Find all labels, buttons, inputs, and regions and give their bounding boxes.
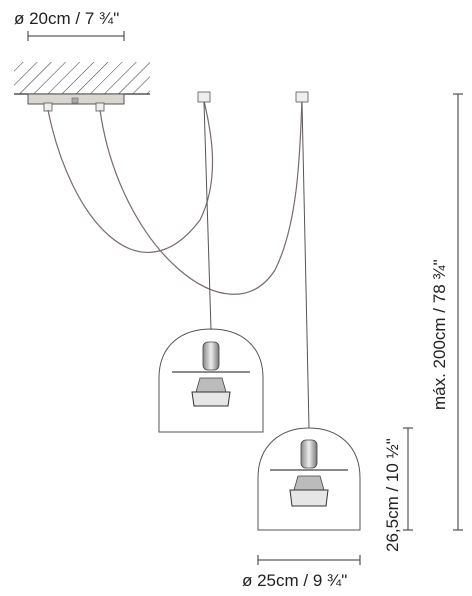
socket-lower	[300, 439, 318, 469]
hook-left	[197, 91, 211, 103]
hook-right	[295, 91, 309, 103]
shade-height-label: 26,5cm / 10 ½"	[383, 438, 402, 552]
bulb-base-lower	[293, 475, 325, 491]
pendant-lamp-upper	[158, 328, 264, 433]
canopy-diameter-label: ø 20cm / 7 ¾"	[14, 9, 119, 28]
max-height-label: máx. 200cm / 78 ¾"	[430, 259, 449, 410]
socket-upper	[202, 341, 220, 371]
suspension-cord-left	[203, 101, 212, 331]
ceiling-hatch	[14, 62, 150, 94]
bulb-base-upper	[195, 377, 227, 393]
bulb-upper	[191, 391, 231, 407]
glass-shade-lower	[257, 427, 361, 531]
canopy-dimension: ø 20cm / 7 ¾"	[14, 9, 125, 41]
shade-height-dimension: 26,5cm / 10 ½"	[383, 427, 413, 552]
shade-diameter-dimension: ø 25cm / 9 ¾"	[242, 555, 361, 590]
cord-grip-left	[43, 102, 53, 112]
cord-loop-right	[99, 99, 303, 295]
ceiling-canopy	[27, 93, 125, 112]
max-height-dimension: máx. 200cm / 78 ¾"	[430, 93, 463, 531]
bulb-lower	[289, 489, 329, 507]
canopy-screw	[71, 97, 79, 104]
glass-shade-upper	[158, 328, 264, 433]
ceiling	[14, 62, 150, 95]
shade-diameter-label: ø 25cm / 9 ¾"	[242, 571, 347, 590]
suspension-cord-right	[301, 101, 310, 429]
cord-loop-left	[47, 99, 214, 254]
pendant-lamp-lower	[257, 427, 361, 531]
cord-grip-right	[95, 102, 105, 112]
